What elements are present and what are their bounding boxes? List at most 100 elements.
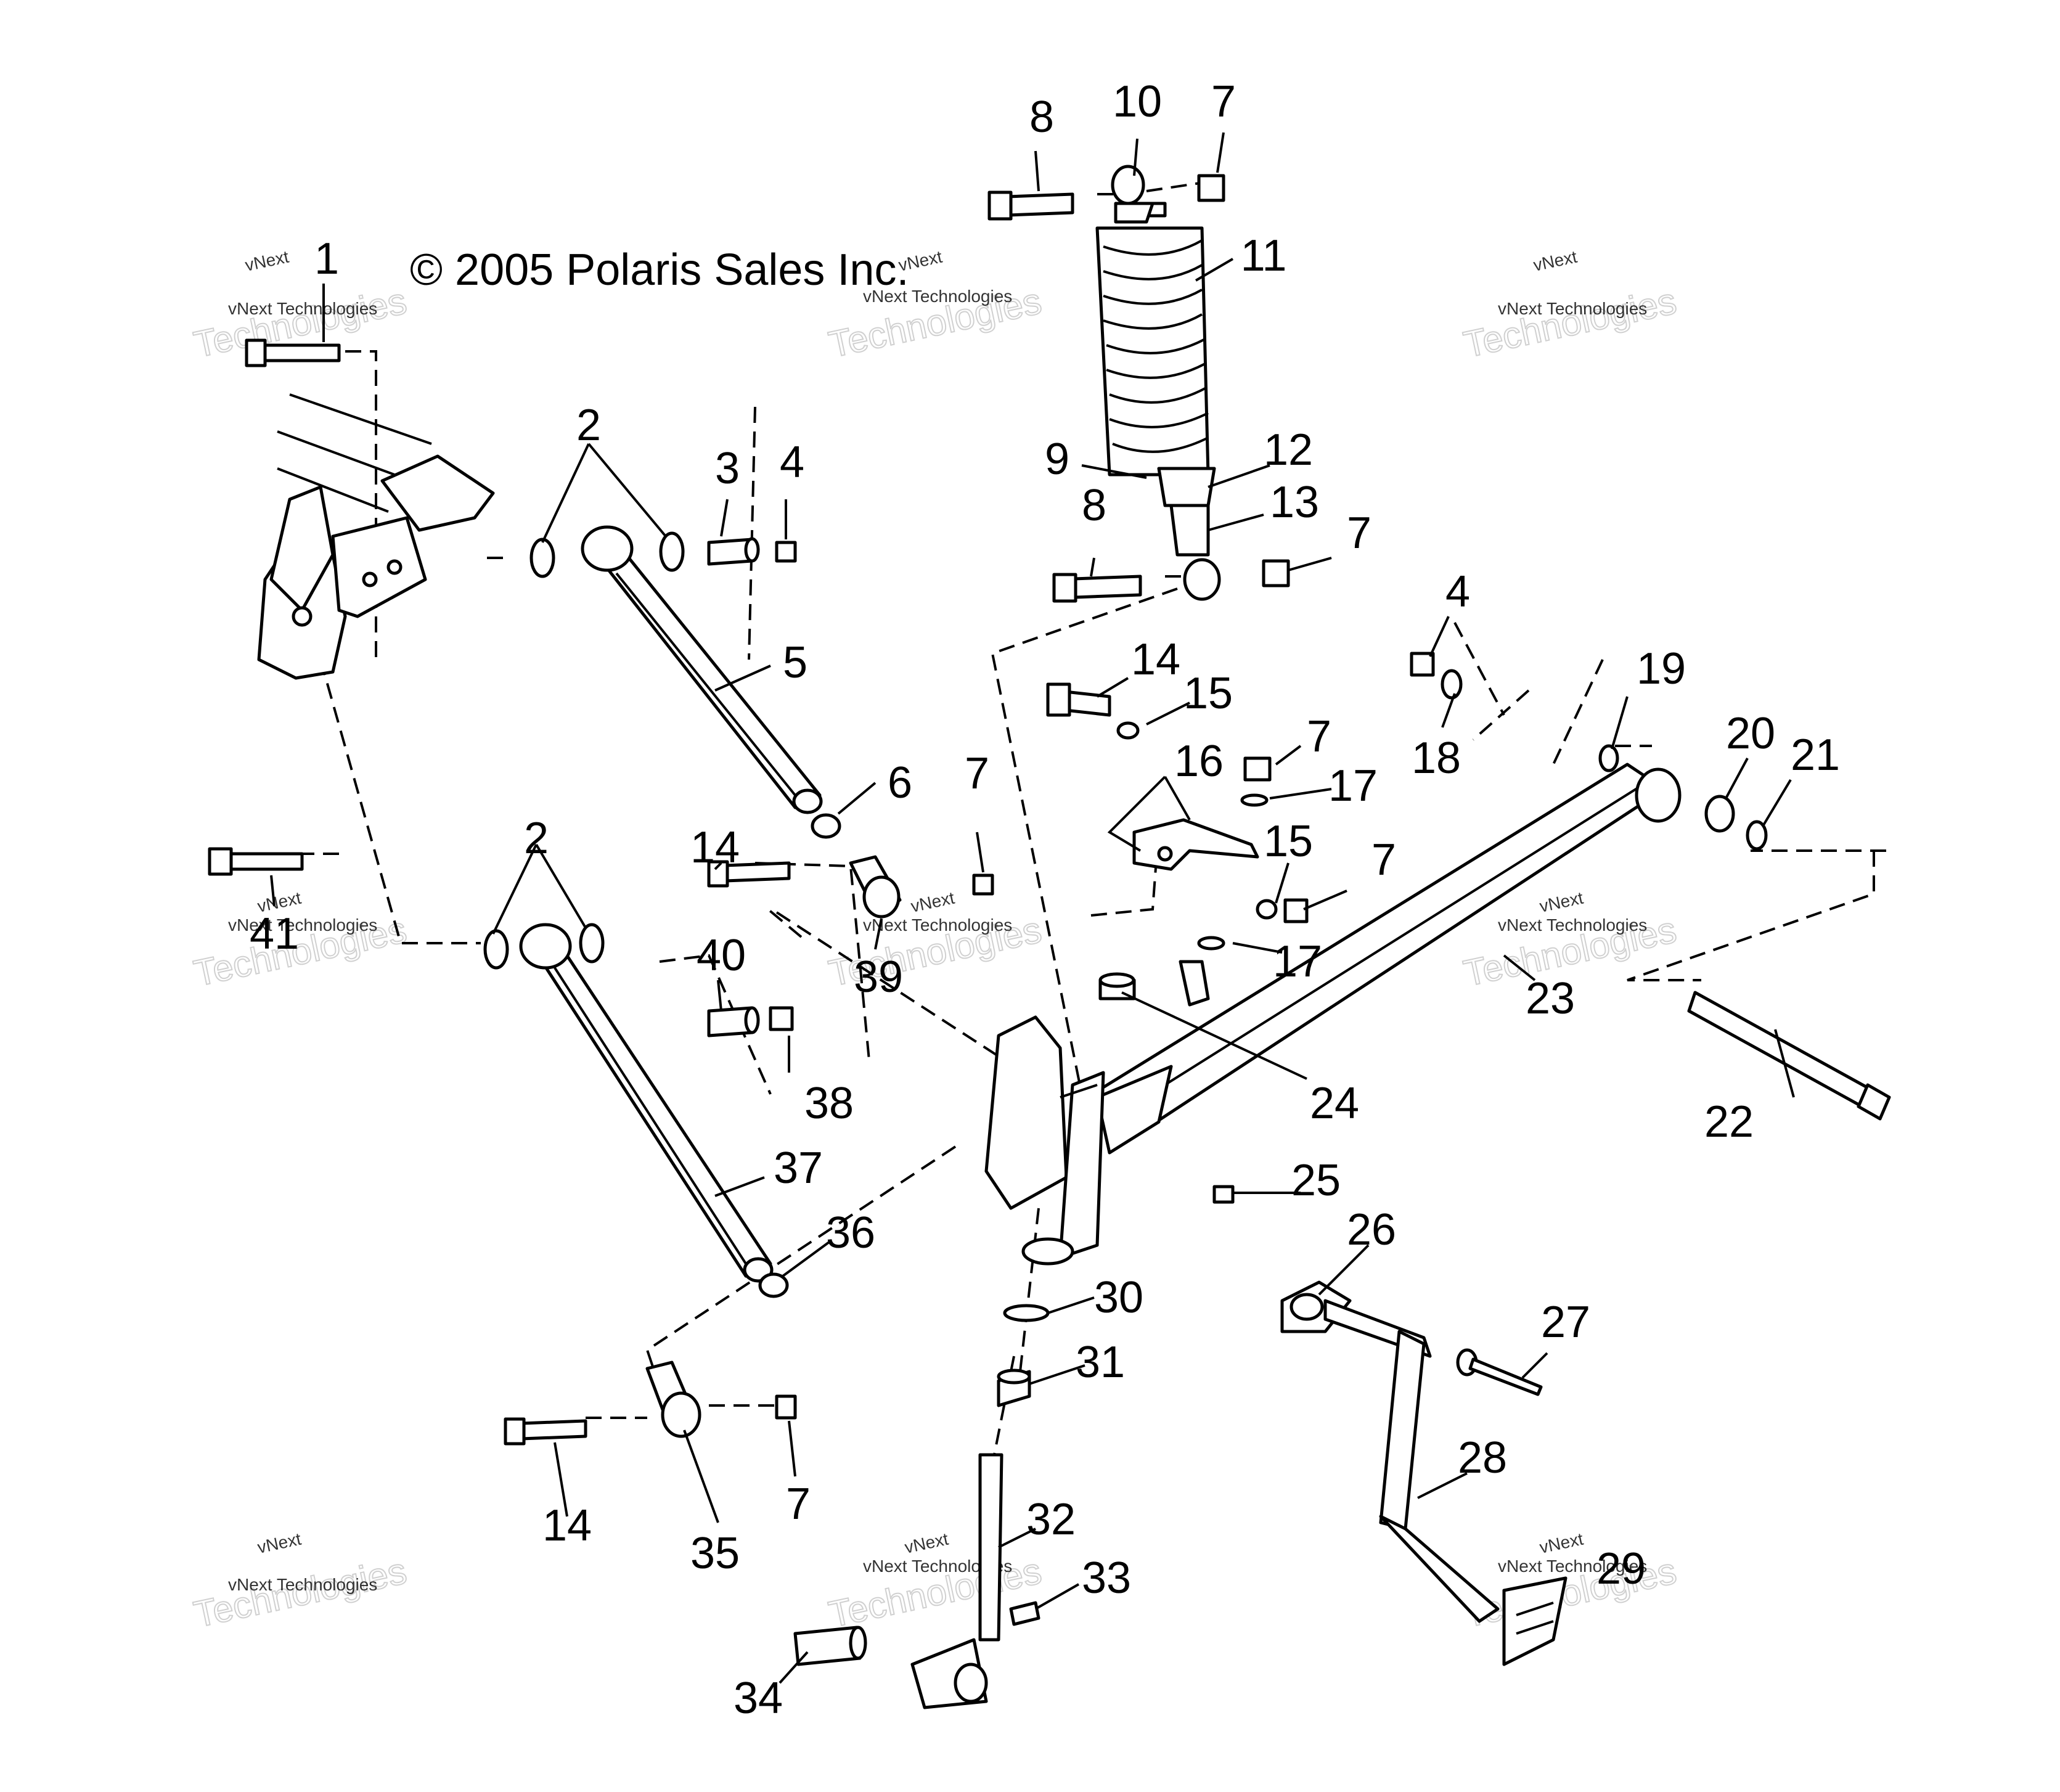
callout-4a: 4 xyxy=(780,438,804,487)
callout-21: 21 xyxy=(1791,730,1840,780)
part-30-ring xyxy=(1003,1304,1050,1322)
part-4-nut-right xyxy=(1410,652,1435,677)
brake-pedal-assembly xyxy=(1280,1280,1567,1666)
part-17-washer-lower xyxy=(1197,936,1225,951)
callout-12: 12 xyxy=(1264,425,1313,475)
callout-26: 26 xyxy=(1347,1205,1396,1254)
callouts: 1 2 2 3 4 4 5 6 7 7 7 7 7 7 8 8 9 10 11 … xyxy=(250,77,1840,1723)
svg-text:vNext Technologies: vNext Technologies xyxy=(228,299,377,318)
callout-17a: 17 xyxy=(1328,761,1378,811)
callout-36: 36 xyxy=(826,1208,875,1258)
svg-text:vNext: vNext xyxy=(243,247,291,275)
callout-10: 10 xyxy=(1113,77,1162,126)
callout-8a: 8 xyxy=(1029,92,1054,142)
callout-23: 23 xyxy=(1526,974,1575,1023)
callout-34: 34 xyxy=(734,1674,783,1723)
callout-19: 19 xyxy=(1637,644,1686,693)
part-7-nut-bracket-upper xyxy=(1243,756,1272,782)
callout-11: 11 xyxy=(1241,231,1287,280)
part-34-sleeve xyxy=(793,1626,867,1666)
svg-text:vNext Technologies: vNext Technologies xyxy=(228,915,377,935)
part-7-nut-lower xyxy=(775,1394,797,1420)
callout-2a: 2 xyxy=(576,401,601,450)
part-32-shaft xyxy=(910,1453,1003,1709)
part-1-bolt xyxy=(245,338,341,367)
callout-24: 24 xyxy=(1310,1079,1359,1128)
grease-fitting-assembly xyxy=(1179,960,1210,1007)
part-19-washer xyxy=(1598,744,1619,772)
callout-41: 41 xyxy=(250,909,299,959)
part-36-nut xyxy=(758,1272,789,1298)
svg-text:vNext Technologies: vNext Technologies xyxy=(863,287,1012,306)
part-39-ball-joint xyxy=(849,855,902,919)
callout-1: 1 xyxy=(314,234,339,284)
callout-7c: 7 xyxy=(965,749,989,798)
shock-absorber xyxy=(1095,165,1221,601)
watermark-mid-left: Technologies vNext vNext Technologies xyxy=(190,888,411,995)
svg-text:vNext: vNext xyxy=(1538,888,1585,916)
callout-18: 18 xyxy=(1412,734,1461,783)
svg-text:vNext: vNext xyxy=(903,1529,950,1557)
callout-14b: 14 xyxy=(690,823,740,872)
frame-bracket xyxy=(257,393,495,680)
svg-text:vNext: vNext xyxy=(1538,1529,1585,1557)
callout-25: 25 xyxy=(1291,1156,1341,1205)
watermark-top-right: Technologies vNext vNext Technologies xyxy=(1460,247,1681,366)
callout-7d: 7 xyxy=(1307,712,1331,761)
callout-29: 29 xyxy=(1596,1544,1646,1594)
leader-lines xyxy=(270,132,1795,1684)
part-7-nut-shock-lower xyxy=(1262,559,1290,587)
part-20-bushing xyxy=(1704,795,1735,833)
callout-32: 32 xyxy=(1026,1495,1076,1544)
part-6-nut xyxy=(811,813,841,839)
part-18-washer xyxy=(1441,669,1463,700)
callout-17b: 17 xyxy=(1273,937,1322,986)
callout-15a: 15 xyxy=(1183,669,1233,718)
callout-33: 33 xyxy=(1082,1553,1131,1603)
callout-6: 6 xyxy=(888,758,912,808)
callout-14a: 14 xyxy=(1131,635,1180,684)
part-41-bolt xyxy=(208,847,304,876)
callout-27: 27 xyxy=(1541,1298,1590,1347)
callout-30: 30 xyxy=(1094,1273,1143,1322)
callout-8b: 8 xyxy=(1082,481,1106,530)
copyright-text: © 2005 Polaris Sales Inc. xyxy=(410,245,909,295)
callout-22: 22 xyxy=(1704,1097,1754,1147)
svg-text:vNext: vNext xyxy=(1532,247,1579,275)
part-17-washer-upper xyxy=(1240,793,1269,807)
callout-13: 13 xyxy=(1270,478,1319,527)
part-15-washer-upper xyxy=(1116,721,1140,740)
part-33-fitting xyxy=(1009,1601,1040,1626)
watermarks: Technologies vNext vNext Technologies Te… xyxy=(190,247,1681,1636)
alignment-lines xyxy=(290,181,1886,1480)
part-16-bracket xyxy=(1132,818,1259,871)
callout-3: 3 xyxy=(715,444,740,493)
part-7-nut-shock-upper xyxy=(1197,174,1225,202)
callout-7e: 7 xyxy=(1371,835,1396,885)
lower-bushings-2 xyxy=(483,923,605,970)
part-35-ball-joint xyxy=(645,1360,701,1438)
part-14-bolt-lower xyxy=(504,1417,587,1446)
part-8-bolt-upper xyxy=(987,190,1074,221)
svg-text:vNext Technologies: vNext Technologies xyxy=(863,915,1012,935)
callout-4b: 4 xyxy=(1445,567,1470,616)
part-7-nut-center xyxy=(972,873,994,896)
upper-a-arm xyxy=(581,525,823,814)
part-3-sleeve xyxy=(707,537,760,566)
part-27-pin xyxy=(1456,1348,1543,1396)
callout-15b: 15 xyxy=(1264,817,1313,866)
lower-a-arm xyxy=(519,923,774,1283)
callout-38: 38 xyxy=(804,1079,854,1128)
part-8-bolt-lower xyxy=(1052,573,1142,603)
part-14-bolt-center xyxy=(707,860,791,888)
svg-text:vNext Technologies: vNext Technologies xyxy=(1498,299,1647,318)
callout-14c: 14 xyxy=(542,1501,592,1550)
callout-7f: 7 xyxy=(786,1479,811,1529)
svg-text:vNext: vNext xyxy=(256,1529,303,1557)
watermark-bottom-right: Technologies vNext vNext Technologies xyxy=(1460,1529,1681,1636)
callout-40: 40 xyxy=(697,931,746,980)
part-21-ring xyxy=(1746,820,1768,851)
part-7-nut-bracket-lower xyxy=(1283,898,1309,923)
part-25-fitting xyxy=(1212,1185,1235,1204)
watermark-bottom-left: Technologies vNext vNext Technologies xyxy=(190,1529,411,1636)
